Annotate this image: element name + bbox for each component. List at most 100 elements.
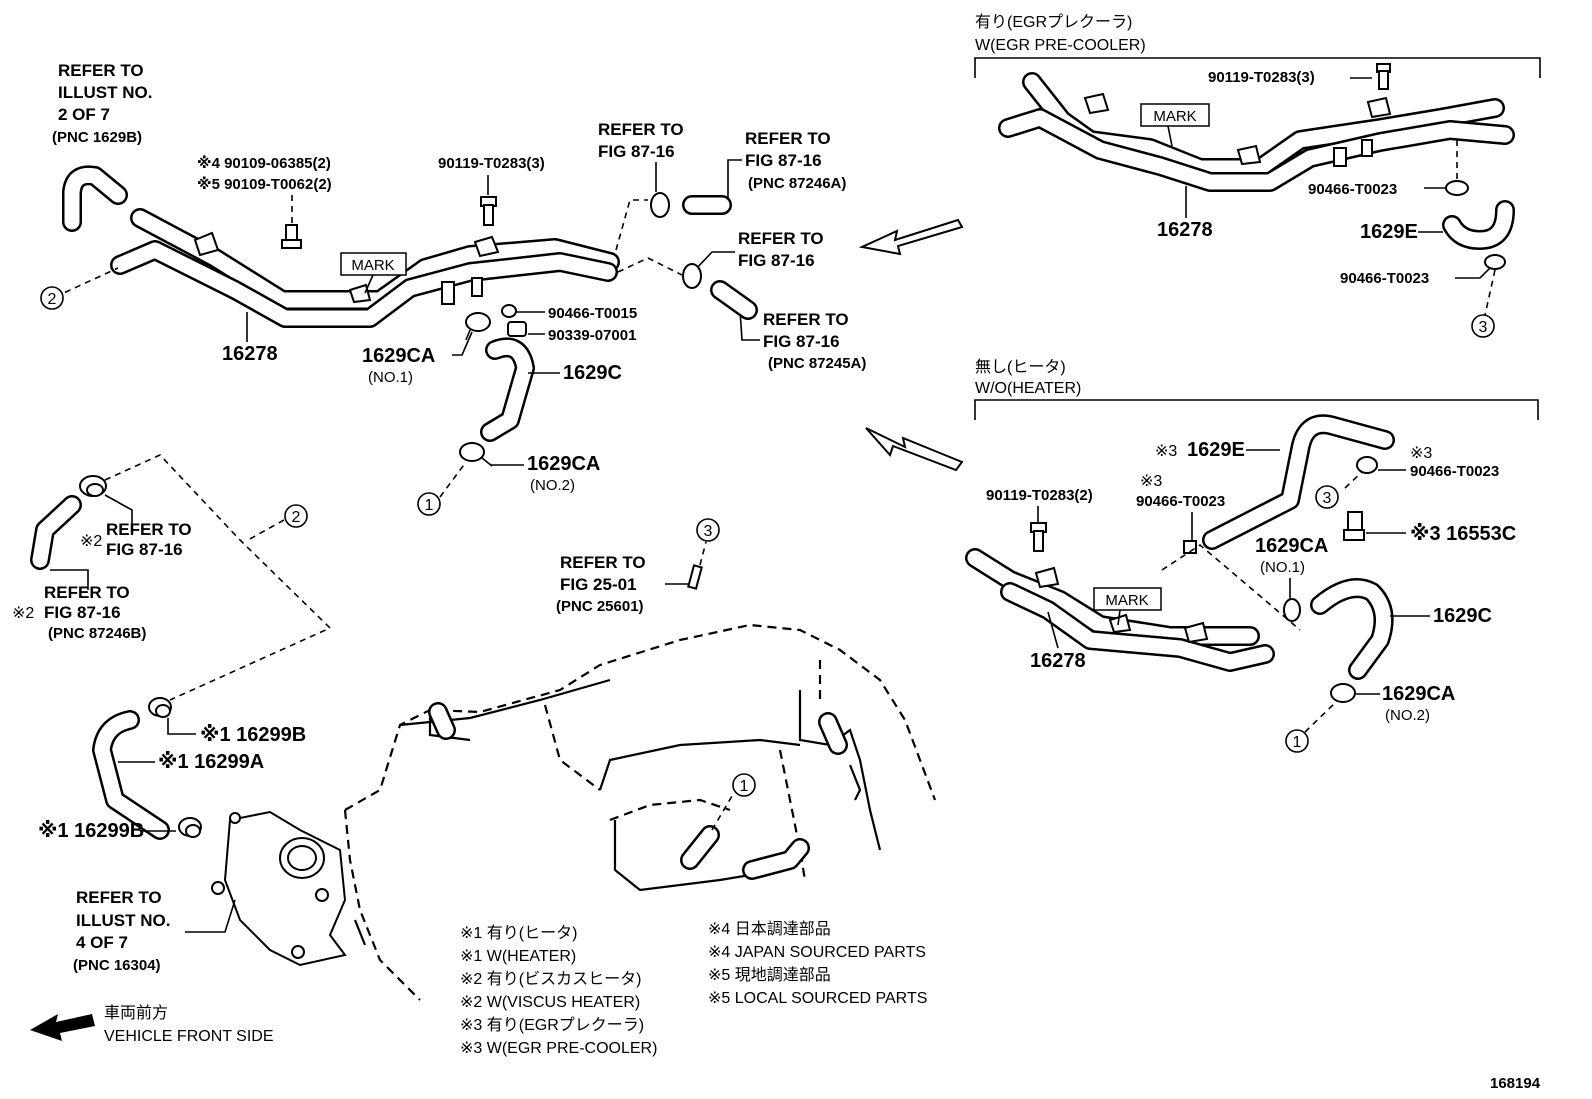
refer-illust-4-line2: ILLUST NO.: [76, 911, 170, 930]
vehicle-front-jp: 車両前方: [104, 1004, 168, 1022]
woheater-clamp-no2-sub: (NO.2): [1385, 707, 1430, 724]
water-outlet-housing: [211, 810, 347, 967]
refer-viscus-mark: ※2: [80, 533, 102, 550]
woheater-variant-en: W/O(HEATER): [975, 380, 1081, 397]
woheater-bolt-icon: [1030, 522, 1047, 552]
egr-clamp-a-label: 90466-T0023: [1308, 181, 1397, 198]
footnotes-left: ※1 有り(ヒータ) ※1 W(HEATER) ※2 有り(ビスカスヒータ) ※…: [460, 924, 657, 1057]
bolt-label-b: ※5 90109-T0062(2): [197, 175, 332, 193]
refer-illust-2-line1: REFER TO: [58, 61, 144, 80]
clamp-no2-label: 1629CA: [527, 453, 600, 475]
top-left-assembly: REFER TO ILLUST NO. 2 OF 7 (PNC 1629B) ※…: [40, 61, 866, 516]
refer-b-line3: (PNC 87246A): [748, 175, 846, 192]
bolt-icon: [480, 196, 497, 226]
woheater-variant-jp: 無し(ヒータ): [975, 358, 1066, 376]
callout-1-woheater: 1: [1285, 729, 1309, 753]
refer-87246b-line1: REFER TO: [44, 583, 130, 602]
woheater-pipe-16278: [965, 548, 1275, 672]
note-5-jp: ※5 現地調達部品: [708, 966, 831, 984]
note-1-jp: ※1 有り(ヒータ): [460, 924, 577, 942]
callout-3-woheater: 3: [1315, 485, 1339, 509]
woheater-pipe-label: 16278: [1030, 650, 1086, 672]
note-4-en: ※4 JAPAN SOURCED PARTS: [708, 944, 926, 961]
clamp-no1-icon: [465, 312, 491, 341]
egr-pipe-16278: [998, 72, 1515, 192]
woheater-hose-1629e: [1202, 414, 1395, 550]
refer-c-line2: FIG 87-16: [738, 251, 815, 270]
callout-1-center: 1: [732, 773, 756, 797]
refer-a-line2: FIG 87-16: [598, 142, 675, 161]
note-4-jp: ※4 日本調達部品: [708, 920, 831, 938]
refer-illust-2-line4: (PNC 1629B): [52, 129, 142, 146]
svg-text:1: 1: [740, 778, 749, 795]
note-3-en: ※3 W(EGR PRE-COOLER): [460, 1040, 657, 1057]
refer-d-line2: FIG 87-16: [763, 332, 840, 351]
refer-illust-2-line2: ILLUST NO.: [58, 83, 152, 102]
viscus-hose: [30, 495, 82, 570]
clamp-no2-icon: [459, 442, 493, 467]
woheater-clamp-no1-sub: (NO.1): [1260, 559, 1305, 576]
woheater-clamp-b-mark: ※3: [1140, 473, 1162, 490]
woheater-hose-e-mark: ※3: [1155, 443, 1177, 460]
refer-87246b-line3: (PNC 87246B): [48, 625, 146, 642]
figure-number: 168194: [1490, 1075, 1541, 1092]
egr-bolt-icon: [1376, 63, 1391, 90]
egr-hose-label: 1629E: [1360, 221, 1418, 243]
refer-illust-2-line3: 2 OF 7: [58, 105, 110, 124]
note-3-jp: ※3 有り(EGRプレクーラ): [460, 1016, 644, 1034]
refer-d-line3: (PNC 87245A): [768, 355, 866, 372]
pipe-label: 16278: [222, 343, 278, 365]
clamp-b-bottom-icon: [178, 817, 202, 838]
refer-fig25-line2: FIG 25-01: [560, 575, 637, 594]
note-2-en: ※2 W(VISCUS HEATER): [460, 994, 640, 1011]
vehicle-front-en: VEHICLE FRONT SIDE: [104, 1028, 274, 1045]
vehicle-front-indicator: 車両前方 VEHICLE FRONT SIDE: [30, 1004, 274, 1045]
hose-87245a-icon: [710, 280, 758, 320]
woheater-hose-e-label: 1629E: [1187, 439, 1245, 461]
woheater-valve-label: ※3 16553C: [1410, 523, 1516, 545]
refer-b-line1: REFER TO: [745, 129, 831, 148]
egr-hose-1629e: [1442, 200, 1515, 250]
hose-1629c-label: 1629C: [563, 362, 622, 384]
engine-hose-icon: [428, 702, 848, 880]
stud-bolt-icon: [281, 224, 302, 249]
pipe-16278: [110, 208, 620, 328]
svg-text:2: 2: [292, 509, 301, 526]
hose-a-label: ※1 16299A: [158, 751, 264, 773]
clamp-b-top-label: ※1 16299B: [200, 724, 306, 746]
callout-3-center: 3: [696, 518, 720, 542]
egr-clamp-b-label: 90466-T0023: [1340, 270, 1429, 287]
refer-87246b-line2: FIG 87-16: [44, 603, 121, 622]
callout-3-egr: 3: [1471, 314, 1495, 338]
woheater-clamp-a-mark: ※3: [1410, 445, 1432, 462]
woheater-mark-label: MARK: [1105, 592, 1148, 609]
valve-16553c-icon: [1343, 511, 1365, 541]
note-2-jp: ※2 有り(ビスカスヒータ): [460, 970, 641, 988]
clamp-no2-sub: (NO.2): [530, 477, 575, 494]
refer-87246b-mark: ※2: [12, 605, 34, 622]
egr-pipe-label: 16278: [1157, 219, 1213, 241]
egr-precooler-variant: 有り(EGRプレクーラ) W(EGR PRE-COOLER) 90119-T02…: [974, 13, 1541, 338]
egr-variant-en: W(EGR PRE-COOLER): [975, 37, 1146, 54]
egr-variant-jp: 有り(EGRプレクーラ): [975, 13, 1132, 31]
hose-16299a: [92, 710, 170, 840]
svg-text:2: 2: [48, 291, 57, 308]
woheater-clamp-a-label: 90466-T0023: [1410, 463, 1499, 480]
clamp-small-label: 90466-T0015: [548, 305, 637, 322]
woheater-clamp-no2-label: 1629CA: [1382, 683, 1455, 705]
refer-fig25-line3: (PNC 25601): [556, 598, 644, 615]
refer-b-line2: FIG 87-16: [745, 151, 822, 170]
view-arrow-icon: [858, 218, 964, 472]
svg-text:1: 1: [425, 497, 434, 514]
bolt-label-c: 90119-T0283(3): [438, 155, 545, 172]
refer-viscus-line1: REFER TO: [106, 520, 192, 539]
woheater-clamp-b-label: 90466-T0023: [1136, 493, 1225, 510]
callout-2-top: 2: [40, 286, 64, 310]
front-arrow-icon: [30, 1014, 95, 1041]
woheater-hose-label: 1629C: [1433, 605, 1492, 627]
refer-d-line1: REFER TO: [763, 310, 849, 329]
svg-text:3: 3: [704, 523, 713, 540]
mark-label: MARK: [351, 257, 394, 274]
clamp-no1-label: 1629CA: [362, 345, 435, 367]
